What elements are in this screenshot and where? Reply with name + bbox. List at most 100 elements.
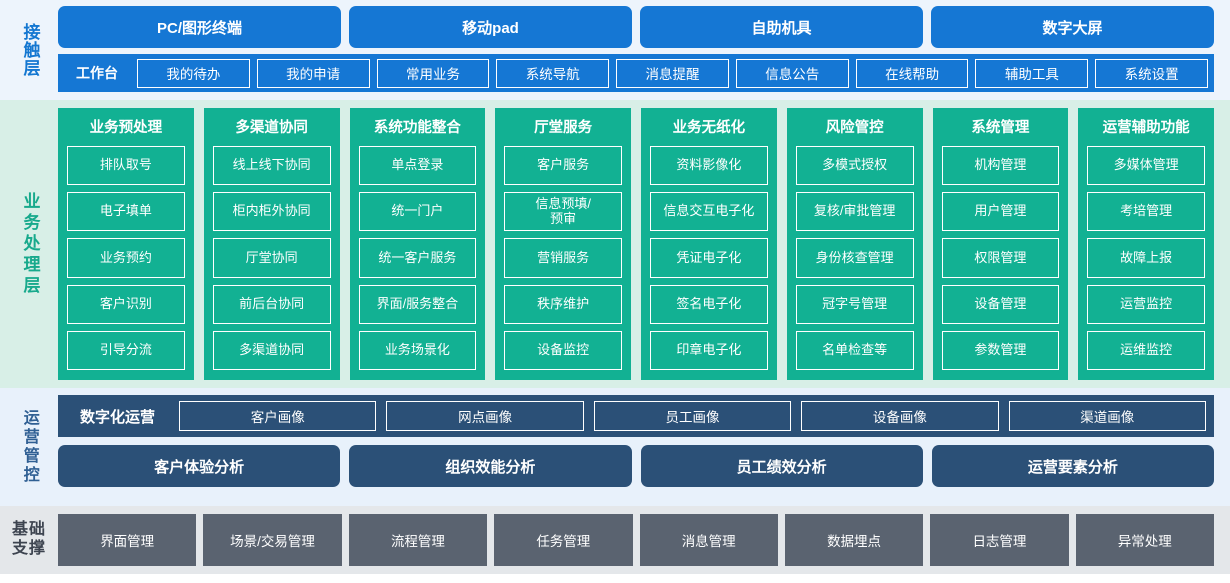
business-item[interactable]: 厅堂协同 <box>212 238 331 278</box>
channel-digital-screen[interactable]: 数字大屏 <box>931 6 1214 48</box>
foundation-item-message-management[interactable]: 消息管理 <box>639 514 778 566</box>
digital-operation-row: 数字化运营 客户画像 网点画像 员工画像 设备画像 渠道画像 <box>58 395 1214 437</box>
business-item[interactable]: 设备管理 <box>941 284 1060 324</box>
business-column-title: 厅堂服务 <box>534 120 593 136</box>
workbench-item-online-help-label: 在线帮助 <box>885 67 940 82</box>
business-column-title: 系统功能整合 <box>373 120 461 136</box>
workbench-item-online-help[interactable]: 在线帮助 <box>855 58 969 88</box>
analysis-customer-experience-label: 客户体验分析 <box>154 458 245 476</box>
portrait-employee[interactable]: 员工画像 <box>593 401 792 431</box>
business-column-system-integration: 系统功能整合 单点登录 统一门户 统一客户服务 界面/服务整合 业务场景化 <box>349 108 486 380</box>
business-item[interactable]: 排队取号 <box>67 146 185 186</box>
business-item[interactable]: 业务预约 <box>67 238 185 278</box>
foundation-item-ui-management-label: 界面管理 <box>100 534 155 549</box>
business-item[interactable]: 界面/服务整合 <box>358 284 477 324</box>
channel-mobile-pad[interactable]: 移动pad <box>349 6 632 48</box>
business-item[interactable]: 冠字号管理 <box>795 284 914 324</box>
digital-operation-title: 数字化运营 <box>80 408 156 426</box>
business-item[interactable]: 印章电子化 <box>650 330 768 371</box>
portrait-device[interactable]: 设备画像 <box>801 401 999 431</box>
business-item[interactable]: 信息预填/ 预审 <box>504 192 622 232</box>
workbench-item-auxiliary-tools[interactable]: 辅助工具 <box>975 58 1089 88</box>
business-item[interactable]: 秩序维护 <box>504 284 622 324</box>
layer-foundation: 基础 支撑 界面管理 场景/交易管理 流程管理 任务管理 消息管理 <box>0 506 1230 574</box>
portrait-customer-label: 客户画像 <box>250 410 305 425</box>
workbench-row: 工作台 我的待办 我的申请 常用业务 系统导航 消息提醒 信息公告 <box>58 54 1214 92</box>
business-item[interactable]: 业务场景化 <box>358 330 477 371</box>
business-item[interactable]: 客户服务 <box>504 146 622 186</box>
foundation-item-ui-management[interactable]: 界面管理 <box>58 514 197 566</box>
business-item[interactable]: 单点登录 <box>358 146 477 186</box>
business-item[interactable]: 多媒体管理 <box>1087 146 1205 186</box>
business-item[interactable]: 设备监控 <box>504 330 622 371</box>
business-item[interactable]: 资料影像化 <box>650 146 768 186</box>
business-item[interactable]: 凭证电子化 <box>650 238 768 278</box>
business-column-operation-support: 运营辅助功能 多媒体管理 考培管理 故障上报 运营监控 运维监控 <box>1078 108 1214 380</box>
channel-pc-label: PC/图形终端 <box>156 19 242 37</box>
foundation-item-data-tracking[interactable]: 数据埋点 <box>784 514 924 566</box>
business-item[interactable]: 营销服务 <box>504 238 622 278</box>
workbench-item-my-todo[interactable]: 我的待办 <box>137 58 250 88</box>
foundation-item-exception-handling[interactable]: 异常处理 <box>1075 514 1214 566</box>
portrait-customer[interactable]: 客户画像 <box>179 401 377 431</box>
business-item[interactable]: 多渠道协同 <box>212 330 331 371</box>
foundation-item-process-management[interactable]: 流程管理 <box>348 514 488 566</box>
business-item[interactable]: 引导分流 <box>67 330 185 371</box>
portrait-employee-label: 员工画像 <box>665 410 720 425</box>
business-item[interactable]: 多模式授权 <box>795 146 914 186</box>
business-item[interactable]: 电子填单 <box>67 192 185 232</box>
foundation-item-task-management-label: 任务管理 <box>536 534 591 549</box>
business-item[interactable]: 权限管理 <box>941 238 1060 278</box>
workbench-item-my-application[interactable]: 我的申请 <box>256 58 370 88</box>
layer-foundation-body: 界面管理 场景/交易管理 流程管理 任务管理 消息管理 数据埋点 <box>58 514 1214 566</box>
business-column-items: 单点登录 统一门户 统一客户服务 界面/服务整合 业务场景化 <box>358 146 477 371</box>
business-item[interactable]: 线上线下协同 <box>212 146 331 186</box>
business-item[interactable]: 参数管理 <box>941 330 1060 371</box>
business-column-title: 业务预处理 <box>89 120 163 136</box>
business-item[interactable]: 机构管理 <box>941 146 1060 186</box>
business-item[interactable]: 用户管理 <box>941 192 1060 232</box>
analysis-customer-experience[interactable]: 客户体验分析 <box>58 445 341 487</box>
business-item[interactable]: 故障上报 <box>1087 238 1205 278</box>
workbench-item-system-navigation[interactable]: 系统导航 <box>496 58 610 88</box>
workbench-item-common-business[interactable]: 常用业务 <box>376 58 490 88</box>
business-item[interactable]: 客户识别 <box>67 284 185 324</box>
channel-self-service[interactable]: 自助机具 <box>640 6 923 48</box>
business-item[interactable]: 复核/审批管理 <box>795 192 914 232</box>
channel-pc[interactable]: PC/图形终端 <box>58 6 341 48</box>
analysis-employee-performance[interactable]: 员工绩效分析 <box>640 445 923 487</box>
business-item[interactable]: 统一门户 <box>358 192 477 232</box>
portrait-channel[interactable]: 渠道画像 <box>1008 401 1206 431</box>
business-item[interactable]: 运维监控 <box>1087 330 1205 371</box>
business-item[interactable]: 签名电子化 <box>650 284 768 324</box>
foundation-item-message-management-label: 消息管理 <box>681 534 736 549</box>
business-column-title: 多渠道协同 <box>235 120 308 136</box>
business-item[interactable]: 柜内柜外协同 <box>212 192 331 232</box>
business-item[interactable]: 名单检查等 <box>795 330 914 371</box>
business-column-multichannel: 多渠道协同 线上线下协同 柜内柜外协同 厅堂协同 前后台协同 多渠道协同 <box>203 108 340 380</box>
portrait-branch[interactable]: 网点画像 <box>386 401 584 431</box>
foundation-item-data-tracking-label: 数据埋点 <box>827 534 882 549</box>
portrait-device-label: 设备画像 <box>872 410 927 425</box>
workbench-item-info-announcement[interactable]: 信息公告 <box>735 58 849 88</box>
workbench-title: 工作台 <box>76 65 118 81</box>
analysis-organizational-efficiency[interactable]: 组织效能分析 <box>349 445 632 487</box>
business-item[interactable]: 信息交互电子化 <box>650 192 768 232</box>
business-item[interactable]: 身份核查管理 <box>795 238 914 278</box>
business-item[interactable]: 考培管理 <box>1087 192 1205 232</box>
layer-operation-body: 数字化运营 客户画像 网点画像 员工画像 设备画像 渠道画像 <box>58 395 1214 499</box>
foundation-item-scenario-transaction[interactable]: 场景/交易管理 <box>203 514 342 566</box>
workbench-item-system-settings[interactable]: 系统设置 <box>1095 58 1209 88</box>
foundation-item-task-management[interactable]: 任务管理 <box>494 514 633 566</box>
business-item[interactable]: 运营监控 <box>1087 284 1205 324</box>
workbench-item-info-announcement-label: 信息公告 <box>765 67 820 82</box>
layer-label-business: 业务处理层 <box>0 108 58 380</box>
layer-label-foundation-line2: 支撑 <box>11 540 46 557</box>
foundation-item-log-management[interactable]: 日志管理 <box>930 514 1069 566</box>
business-item[interactable]: 统一客户服务 <box>358 238 477 278</box>
workbench-item-message-reminder[interactable]: 消息提醒 <box>616 58 729 88</box>
analysis-operation-factors[interactable]: 运营要素分析 <box>931 445 1214 487</box>
business-item[interactable]: 前后台协同 <box>212 284 331 324</box>
workbench-item-message-reminder-label: 消息提醒 <box>645 67 700 82</box>
